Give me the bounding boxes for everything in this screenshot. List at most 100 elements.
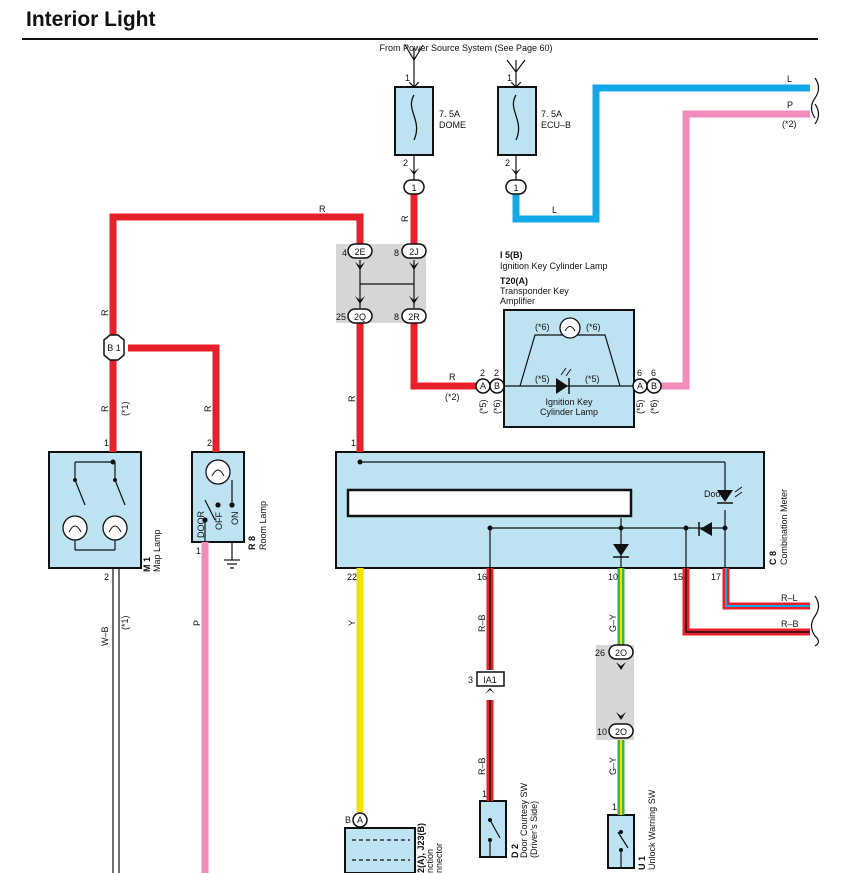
conn-b-junction-text: B [345, 815, 351, 825]
conn-b1-label: B 1 [107, 343, 121, 353]
connector-1-dome [403, 179, 425, 195]
wire-r-dome: R [400, 215, 410, 222]
text-labels: From Power Source System (See Page 60) 1… [100, 43, 799, 873]
pin-1-room-bottom: 1 [196, 546, 201, 556]
d2-name-1: Door Courtesy SW [519, 782, 529, 858]
i5-title: I 5(B) [500, 250, 523, 260]
wire-r-ignition: R [449, 372, 456, 382]
lamp-label-2: Cylinder Lamp [540, 407, 598, 417]
conn-ia1-label: IA1 [483, 675, 497, 685]
conn-2o-top-label: 2O [615, 648, 627, 658]
switch-on-label: ON [230, 512, 240, 526]
connector-2e [347, 243, 373, 259]
wire-wb-label: W–B [100, 626, 110, 646]
conn-2r-label: 2R [408, 312, 420, 322]
note-1-wb: (*1) [120, 615, 130, 630]
wire-red-2r [410, 323, 476, 390]
t20-title: T20(A) [500, 276, 528, 286]
note-6-lamp-left: (*6) [535, 322, 550, 332]
pin-3: 3 [468, 675, 473, 685]
power-source-label: From Power Source System (See Page 60) [379, 43, 552, 53]
connector-ia1 [476, 671, 505, 687]
connector-2o-bottom [608, 723, 634, 739]
wire-r-room: R [203, 405, 213, 412]
conn-1-dome-label: 1 [411, 183, 416, 193]
wire-pink-p [661, 110, 810, 390]
pin-2-map-bottom: 2 [104, 572, 109, 582]
pin-2-a: 2 [480, 368, 485, 378]
led-rays [560, 367, 743, 498]
meter-diode-icon [700, 522, 712, 536]
switch-off-label: OFF [214, 512, 224, 530]
bulb-filaments [68, 326, 576, 533]
connector-b-right [646, 378, 662, 394]
switch-dots [73, 459, 728, 852]
wire-rb-15-core [685, 568, 810, 633]
wire-gy-label-top: G–Y [608, 614, 618, 632]
i5-name: Ignition Key Cylinder Lamp [500, 261, 608, 271]
connector-2j [401, 243, 427, 259]
wire-rl-label: R–L [781, 593, 798, 603]
wire-rb-15-label: R–B [781, 619, 799, 629]
m1-name: Map Lamp [152, 529, 162, 572]
wire-rb-label-top: R–B [477, 614, 487, 632]
junction-connector-box [344, 827, 416, 873]
room-lamp-switch [202, 499, 235, 523]
t20-name-2: Amplifier [500, 296, 535, 306]
wire-r-top: R [319, 204, 326, 214]
pin-1-door: 1 [482, 789, 487, 799]
switch-door-label: DOOR [196, 510, 206, 538]
connector-2o-top [608, 644, 634, 660]
wire-p-label: P [787, 100, 793, 110]
meter-display-bar [346, 488, 633, 518]
connector-2r [401, 308, 427, 324]
wire-rb-label-bottom: R–B [477, 757, 487, 775]
wire-red-top [109, 213, 364, 335]
pin-2-dome: 2 [403, 158, 408, 168]
junction-name-2: nnector [434, 843, 444, 873]
map-lamp-box [48, 451, 142, 569]
pin-6-b: 6 [651, 368, 656, 378]
fuse-dome-box [394, 86, 434, 156]
wire-r-map: R [100, 405, 110, 412]
conn-2o-bottom-label: 2O [615, 727, 627, 737]
fuse-ecub-name: ECU–B [541, 120, 571, 130]
wire-r-meter: R [347, 395, 357, 402]
u1-code: U 1 [637, 856, 647, 870]
r8-name: Room Lamp [258, 501, 268, 550]
wire-p-room-label: P [192, 620, 202, 626]
note-1-map: (*1) [120, 401, 130, 416]
t20-name-1: Transponder Key [500, 286, 569, 296]
wire-l-label-top: L [787, 74, 792, 84]
pin-17: 17 [711, 572, 721, 582]
note-5-lamp-left: (*5) [535, 374, 550, 384]
room-lamp-bulb-icon [205, 459, 231, 485]
pin-10-bottom: 10 [597, 727, 607, 737]
pin-25: 25 [336, 312, 346, 322]
c8-name: Combination Meter [779, 489, 789, 565]
pin-1-unlock: 1 [612, 802, 617, 812]
u1-name: Unlock Warning SW [647, 789, 657, 870]
fuse-dome-name: DOME [439, 120, 466, 130]
pin-1-dome: 1 [405, 73, 410, 83]
door-led-icon [717, 490, 733, 502]
conn-1-ecub-label: 1 [513, 183, 518, 193]
conn-a-junction-label: A [357, 815, 363, 825]
door-label: Door [704, 489, 724, 499]
note-5-left: (*5) [478, 399, 488, 414]
conn-2j-label: 2J [409, 247, 419, 257]
wire-gy-label-bottom: G–Y [608, 757, 618, 775]
pin-2-b: 2 [494, 368, 499, 378]
lamp-led-icon [556, 378, 568, 394]
wire-red-b1-room [128, 344, 220, 452]
pin-2-room: 2 [207, 438, 212, 448]
wire-l-label-bottom: L [552, 205, 557, 215]
page-title: Interior Light [26, 8, 156, 31]
wire-breaks [810, 77, 820, 647]
note-5-right: (*5) [635, 399, 645, 414]
pin-1-map: 1 [104, 438, 109, 448]
conn-a-left-label: A [480, 381, 486, 391]
pin-8-bottom: 8 [394, 312, 399, 322]
fuse-ecub-rating: 7. 5A [541, 109, 562, 119]
